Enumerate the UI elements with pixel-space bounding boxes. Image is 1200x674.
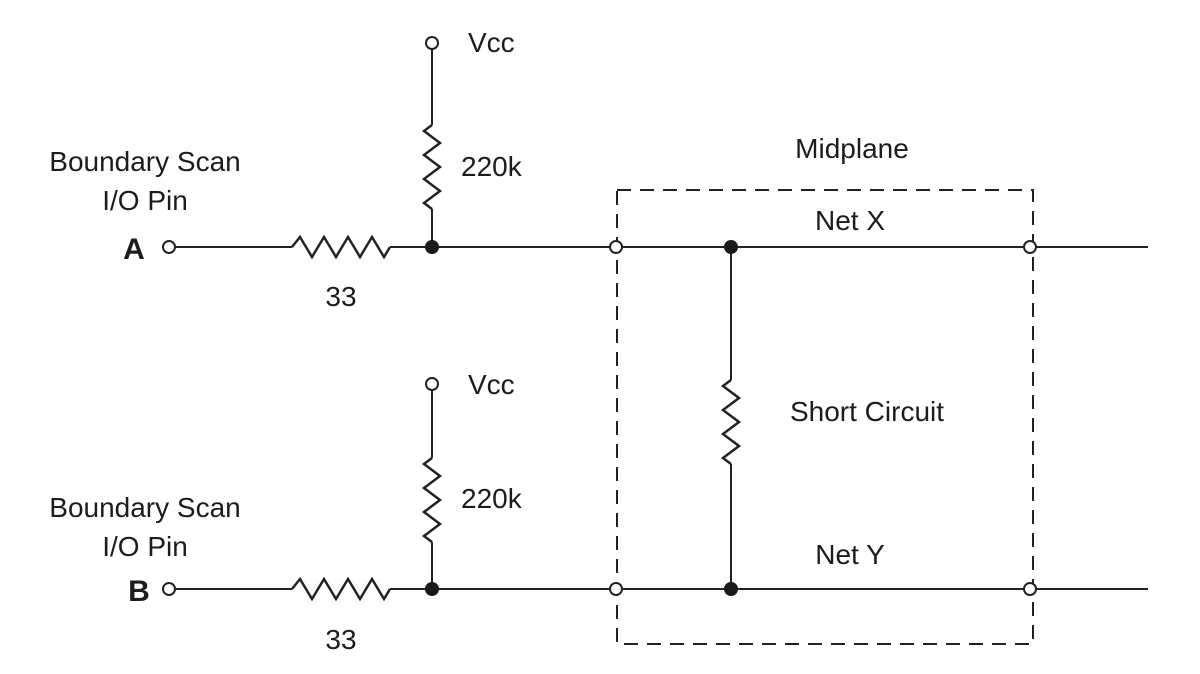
- vcc-top-terminal: [425, 36, 439, 50]
- pin-b-letter: B: [128, 575, 150, 608]
- short-circuit-label: Short Circuit: [790, 396, 944, 427]
- midplane-label: Midplane: [795, 133, 909, 164]
- net-y-label: Net Y: [815, 539, 885, 570]
- series-top-value: 33: [325, 281, 356, 312]
- net-x-label: Net X: [815, 205, 885, 236]
- short-circuit-resistor: [720, 379, 742, 465]
- vcc-bottom-terminal: [425, 377, 439, 391]
- pullup-resistor-top: [421, 124, 443, 210]
- midplane-entry-bottom: [609, 582, 623, 596]
- series-resistor-bottom: [291, 576, 392, 602]
- pin-a-letter: A: [123, 233, 145, 266]
- pullup-top-value: 220k: [461, 151, 523, 182]
- vcc-bottom-label: Vcc: [468, 369, 515, 400]
- junction-net-x: [724, 240, 738, 254]
- pin-b-terminal: [162, 582, 176, 596]
- junction-top-pullup: [425, 240, 439, 254]
- pin-b-label-line1: Boundary Scan: [49, 492, 240, 523]
- pin-a-terminal: [162, 240, 176, 254]
- vcc-top-label: Vcc: [468, 27, 515, 58]
- junction-net-y: [724, 582, 738, 596]
- series-resistor-top: [291, 234, 392, 260]
- midplane-entry-top: [609, 240, 623, 254]
- midplane-box: [616, 189, 1034, 645]
- pullup-resistor-bottom: [421, 457, 443, 543]
- pullup-bottom-value: 220k: [461, 483, 523, 514]
- series-bottom-value: 33: [325, 624, 356, 655]
- pin-a-label-line1: Boundary Scan: [49, 146, 240, 177]
- pin-a-label-line2: I/O Pin: [102, 185, 188, 216]
- pin-b-label-line2: I/O Pin: [102, 531, 188, 562]
- midplane-exit-top: [1023, 240, 1037, 254]
- midplane-exit-bottom: [1023, 582, 1037, 596]
- junction-bottom-pullup: [425, 582, 439, 596]
